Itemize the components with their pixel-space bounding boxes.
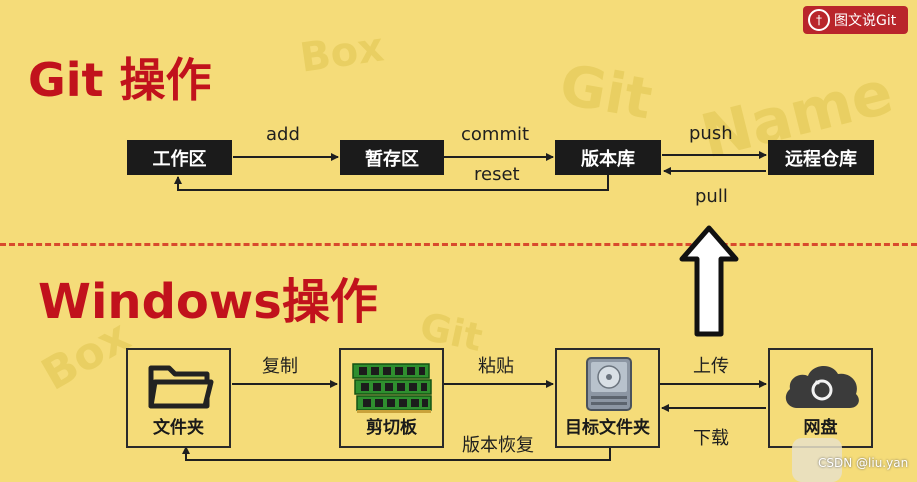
windows-box-cloud-drive: 网盘 [768, 348, 873, 448]
brand-logo: † 图文说Git [803, 6, 908, 34]
label-upload: 上传 [693, 356, 729, 377]
hard-drive-icon [586, 357, 632, 411]
restore-arrow [182, 444, 611, 461]
folder-icon [148, 365, 214, 409]
target-folder-label: 目标文件夹 [565, 418, 650, 438]
reset-arrow [174, 175, 609, 191]
windows-box-folder: 文件夹 [126, 348, 231, 448]
label-download: 下载 [693, 428, 729, 449]
label-push: push [689, 123, 733, 144]
label-reset: reset [474, 164, 520, 185]
watermark: CSDN @liu.yan [818, 456, 909, 470]
logo-text: 图文说Git [834, 13, 897, 29]
label-restore: 版本恢复 [462, 435, 534, 456]
git-box-workspace: 工作区 [127, 140, 232, 175]
label-pull: pull [695, 186, 728, 207]
folder-label: 文件夹 [153, 418, 204, 438]
big-up-arrow-icon [679, 225, 739, 337]
label-commit: commit [461, 124, 530, 145]
git-box-repository: 版本库 [555, 140, 661, 175]
play-overlay [792, 438, 842, 482]
clipboard-label: 剪切板 [366, 418, 417, 438]
label-add: add [266, 124, 300, 145]
logo-mark-icon: † [808, 9, 830, 31]
label-paste: 粘贴 [478, 356, 514, 377]
windows-box-clipboard: 剪切板 [339, 348, 444, 448]
git-box-remote: 远程仓库 [768, 140, 874, 175]
git-box-staging: 暂存区 [340, 140, 444, 175]
cloud-sync-icon [785, 365, 859, 408]
memory-module-icon [352, 363, 432, 413]
git-section-title: Git 操作 [28, 53, 212, 107]
windows-section-title: Windows操作 [38, 274, 378, 330]
section-divider [0, 243, 917, 246]
windows-box-target-folder: 目标文件夹 [555, 348, 660, 448]
label-copy: 复制 [262, 356, 298, 377]
cloud-drive-label: 网盘 [803, 418, 838, 438]
